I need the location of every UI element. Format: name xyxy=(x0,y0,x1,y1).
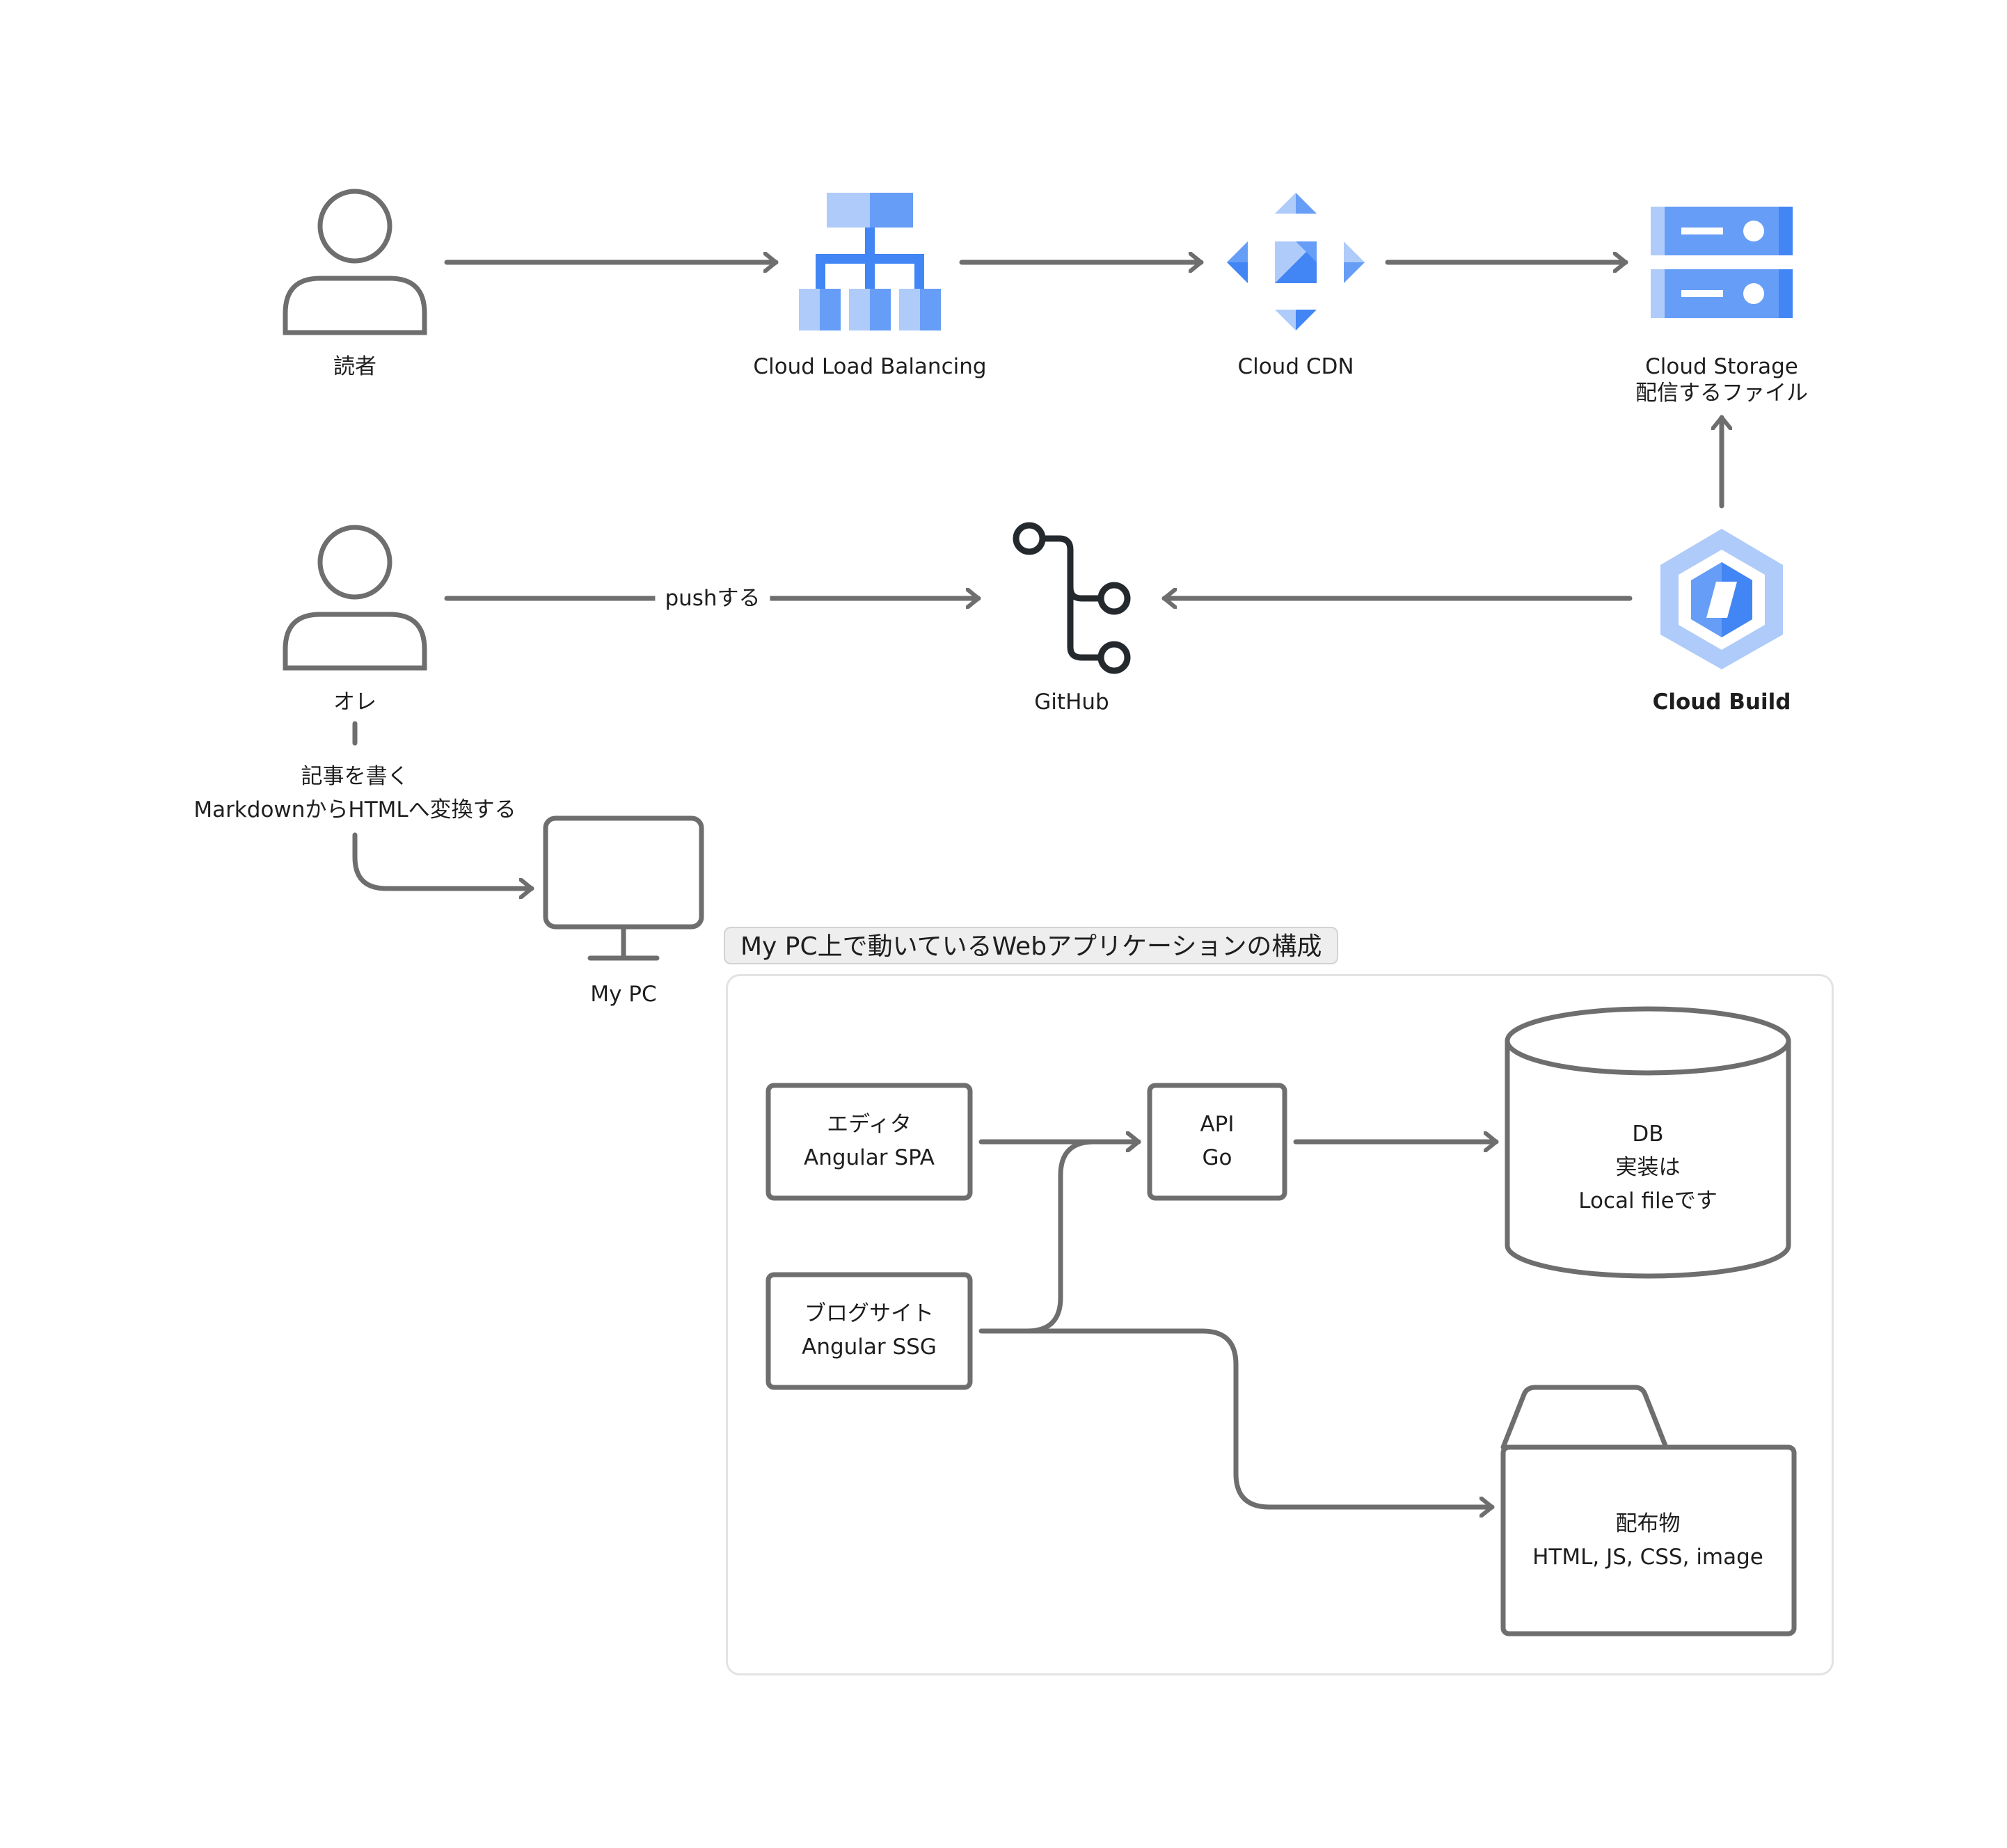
db-label-line2: 実装は xyxy=(1615,1155,1681,1180)
api-label: API Go xyxy=(1200,1108,1234,1174)
artifact-label-line2: HTML, JS, CSS, image xyxy=(1532,1545,1763,1570)
folder-icon xyxy=(1500,1385,1797,1636)
blog-box xyxy=(765,1272,973,1390)
api-box xyxy=(1147,1083,1287,1201)
artifact-label: 配布物 HTML, JS, CSS, image xyxy=(1532,1507,1763,1574)
blog-label-line2: Angular SSG xyxy=(802,1335,937,1360)
push-edge-label: pushする xyxy=(655,585,770,612)
db-label-line1: DB xyxy=(1632,1122,1664,1147)
reader-user-icon xyxy=(283,189,427,335)
cdn-label: Cloud CDN xyxy=(1237,354,1354,379)
monitor-icon xyxy=(543,815,704,961)
editor-box xyxy=(765,1083,973,1201)
blog-label-line1: ブログサイト xyxy=(804,1301,934,1326)
db-label: DB 実装は Local fileです xyxy=(1578,1117,1717,1218)
git-branch-icon xyxy=(1013,522,1131,674)
cloud-build-label: Cloud Build xyxy=(1652,690,1791,715)
editor-label-line2: Angular SPA xyxy=(804,1145,935,1170)
github-label: GitHub xyxy=(1034,690,1109,715)
editor-label-line1: エディタ xyxy=(827,1112,912,1137)
cloud-load-balancing-icon xyxy=(799,193,941,330)
api-label-line2: Go xyxy=(1202,1145,1232,1170)
arrow-blog-to-api xyxy=(978,1142,1141,1334)
write-edge-label-line2: MarkdownからHTMLへ変換する xyxy=(193,797,516,822)
storage-label-line1: Cloud Storage xyxy=(1645,354,1798,379)
blog-label: ブログサイト Angular SSG xyxy=(802,1297,937,1364)
cloud-storage-icon xyxy=(1651,207,1793,318)
me-label: オレ xyxy=(333,690,376,715)
storage-label: Cloud Storage 配信するファイル xyxy=(1635,353,1808,406)
api-label-line1: API xyxy=(1200,1112,1235,1137)
editor-label: エディタ Angular SPA xyxy=(804,1108,935,1174)
my-pc-label: My PC xyxy=(590,982,657,1007)
db-label-line3: Local fileです xyxy=(1578,1188,1718,1213)
arrow-blog-to-artifact xyxy=(1024,1328,1495,1507)
write-edge-label: 記事を書く MarkdownからHTMLへ変換する xyxy=(193,760,516,827)
cloud-build-icon xyxy=(1660,529,1783,669)
me-user-icon xyxy=(283,525,427,671)
arrow-write-to-pc xyxy=(352,832,534,889)
frame-title: My PC上で動いているWebアプリケーションの構成 xyxy=(724,927,1339,964)
database-icon xyxy=(1505,1006,1791,1279)
load-balancing-label: Cloud Load Balancing xyxy=(753,354,987,379)
artifact-label-line1: 配布物 xyxy=(1615,1511,1681,1536)
cloud-cdn-icon xyxy=(1227,193,1365,330)
reader-label: 読者 xyxy=(333,354,376,379)
write-edge-label-line1: 記事を書く xyxy=(301,764,409,789)
storage-label-line2: 配信するファイル xyxy=(1635,381,1808,406)
